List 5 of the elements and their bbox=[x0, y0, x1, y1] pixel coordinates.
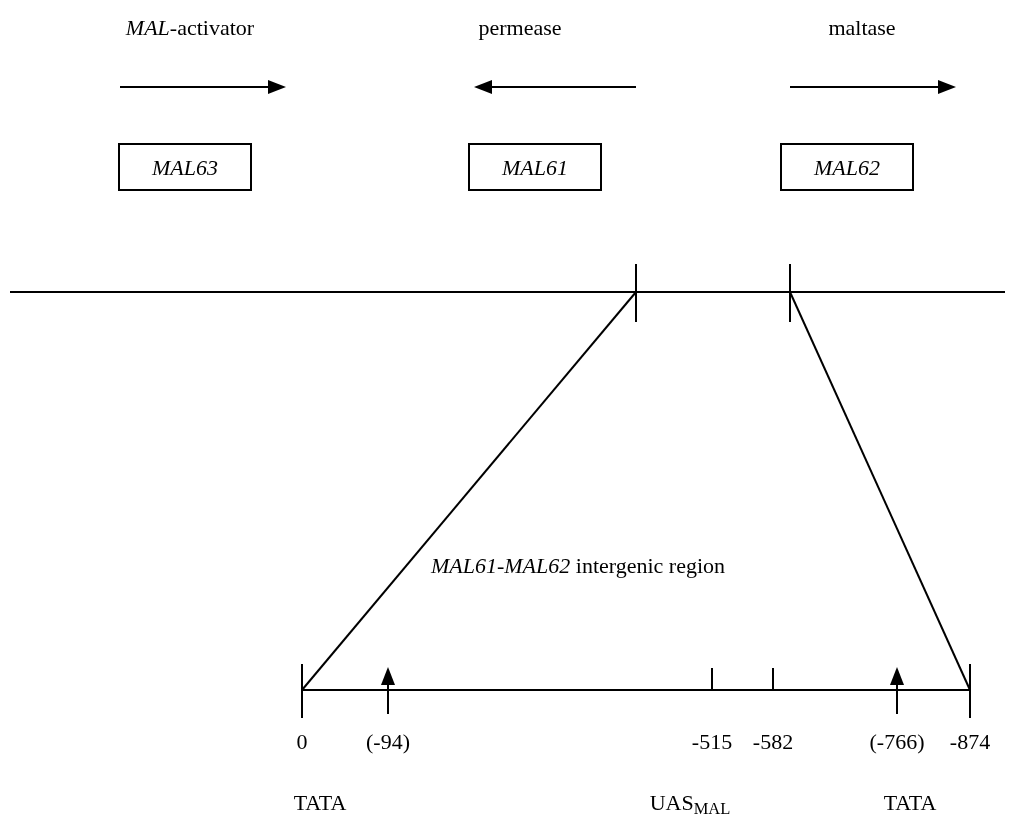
gene-box: MAL63 bbox=[118, 143, 252, 191]
position-label: (-766) bbox=[869, 731, 925, 753]
gene-box: MAL62 bbox=[780, 143, 914, 191]
position-label: (-94) bbox=[366, 731, 410, 753]
gene-box: MAL61 bbox=[468, 143, 602, 191]
